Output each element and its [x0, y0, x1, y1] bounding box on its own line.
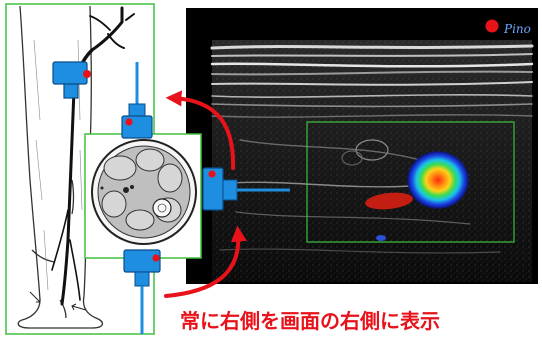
brand-logo: Pino	[503, 22, 531, 36]
femur-icon	[153, 199, 171, 217]
caption-text: 常に右側を画面の右側に表示	[180, 309, 440, 333]
probe-marker-icon	[83, 70, 91, 78]
orientation-marker-icon	[486, 20, 499, 33]
doppler-small-vessel	[376, 235, 386, 241]
